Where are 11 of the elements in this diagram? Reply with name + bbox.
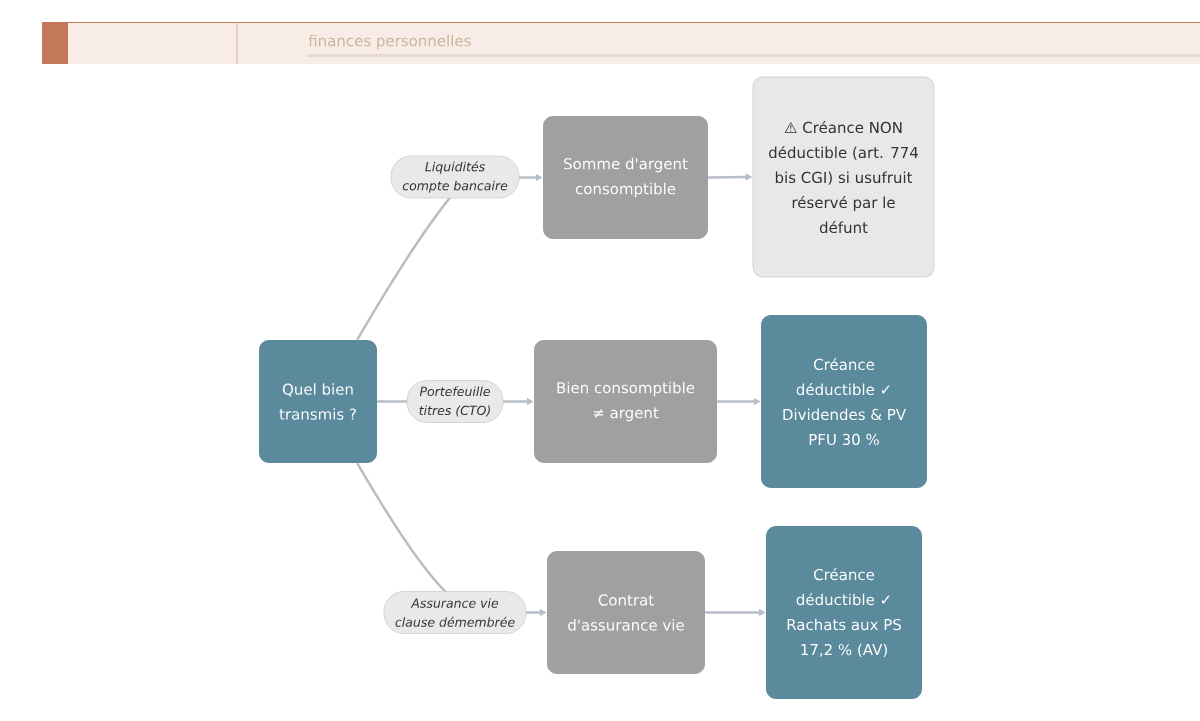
header-tagline: finances personnelles (308, 34, 471, 50)
result-box: Créance déductible ✓ Rachats aux PS 17,2 % (AV) (766, 526, 922, 699)
edge-label: Portefeuille titres (CTO) (406, 380, 504, 423)
edge-label: Liquidités compte bancaire (390, 155, 520, 199)
process-box: Contrat d'assurance vie (547, 551, 705, 674)
result-box: Créance déductible ✓ Dividendes & PV PFU 30 % (761, 315, 927, 488)
result-box: Quel bien transmis ? (259, 340, 377, 463)
process-box: Bien consomptible ≠ argent (534, 340, 717, 463)
process-box: Somme d'argent consomptible (543, 116, 708, 239)
edge-label: Assurance vie clause démembrée (383, 591, 527, 634)
warning-box: ⚠ Créance NON déductible (art. 774 bis CGI) si usufruit réservé par le défunt (752, 76, 935, 278)
